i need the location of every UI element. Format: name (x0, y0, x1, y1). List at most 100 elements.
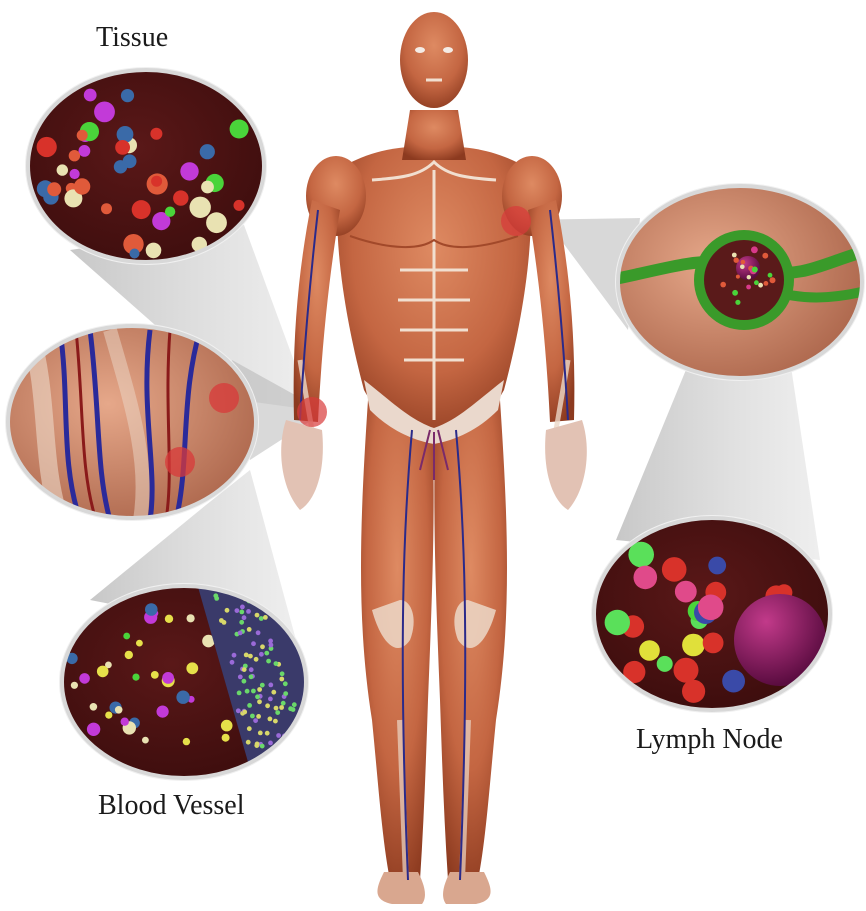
blood-vessel-label: Blood Vessel (98, 790, 245, 822)
vessel-wall-particle (256, 630, 261, 635)
vessel-wall-particle (260, 683, 265, 688)
cell-particle (754, 280, 759, 285)
vessel-wall-particle (246, 609, 251, 614)
vessel-wall-particle (257, 699, 262, 704)
vessel-wall-particle (265, 763, 270, 768)
cell-particle (94, 102, 115, 123)
cell-particle (47, 182, 61, 196)
cell-particle (734, 258, 739, 263)
vessel-wall-particle (260, 744, 265, 749)
vessel-wall-particle (237, 691, 242, 696)
vessel-wall-particle (242, 615, 247, 620)
cell-particle (698, 595, 724, 621)
cell-particle (151, 176, 162, 187)
vessel-wall-particle (268, 697, 273, 702)
cell-particle (657, 656, 673, 672)
cell-particle (87, 723, 100, 736)
vessel-wall-particle (276, 733, 281, 738)
vessel-wall-particle (283, 681, 288, 686)
cell-particle (125, 651, 133, 659)
lymph-node-label: Lymph Node (636, 724, 783, 756)
cell-particle (662, 557, 687, 582)
cell-particle (71, 682, 78, 689)
cell-particle (634, 566, 658, 590)
cell-particle (708, 557, 726, 575)
cell-particle (90, 703, 98, 711)
vessel-wall-particle (242, 667, 247, 672)
cell-particle (741, 260, 746, 265)
vessel-wall-particle (259, 652, 264, 657)
vessel-wall-particle (298, 763, 303, 768)
cell-particle (732, 253, 737, 258)
vessel-wall-particle (255, 742, 260, 747)
cell-particle (752, 267, 758, 273)
vessel-wall-particle (248, 654, 253, 659)
vessel-wall-particle (256, 714, 261, 719)
vessel-wall-particle (263, 615, 268, 620)
vessel-wall-particle (282, 764, 287, 769)
cell-particle (77, 130, 88, 141)
cell-particle (157, 706, 169, 718)
vessel-wall-particle (250, 714, 255, 719)
vessel-wall-particle (259, 616, 264, 621)
vessel-wall-particle (279, 677, 284, 682)
vessel-wall-particle (279, 767, 284, 772)
cell-particle (201, 181, 214, 194)
cell-particle (132, 674, 139, 681)
vessel-wall-particle (304, 772, 309, 777)
cell-particle (183, 738, 190, 745)
cell-particle (151, 671, 159, 679)
cell-particle (142, 737, 149, 744)
vessel-wall-particle (232, 653, 237, 658)
vessel-wall-particle (268, 683, 273, 688)
vessel-wall-particle (239, 620, 244, 625)
vessel-wall-particle (268, 639, 273, 644)
vessel-wall-particle (230, 660, 235, 665)
vessel-wall-particle (280, 671, 285, 676)
cell-particle (136, 640, 143, 647)
cell-particle (145, 603, 158, 616)
vessel-wall-particle (284, 750, 289, 755)
cell-particle (79, 145, 91, 157)
cell-particle (186, 662, 198, 674)
vessel-wall-particle (238, 675, 243, 680)
cell-particle (746, 285, 751, 290)
cell-particle (230, 120, 249, 139)
vessel-wall-particle (268, 717, 273, 722)
cell-particle (173, 190, 188, 205)
vessel-wall-particle (249, 674, 254, 679)
vessel-wall-particle (242, 710, 247, 715)
vessel-wall-particle (274, 706, 279, 711)
vessel-wall-particle (236, 708, 241, 713)
tissue-highlight-spot (501, 206, 531, 236)
cell-particle (123, 633, 130, 640)
vessel-wall-particle (268, 741, 273, 746)
vessel-wall-particle (255, 613, 260, 618)
cell-particle (200, 144, 215, 159)
cell-particle (57, 164, 68, 175)
vessel-wall-particle (242, 679, 247, 684)
cell-particle (180, 162, 198, 180)
cell-particle (146, 243, 162, 259)
vessel-wall-particle (254, 657, 259, 662)
cell-particle (234, 200, 245, 211)
cell-particle (206, 212, 227, 233)
cell-particle (121, 718, 129, 726)
vessel-wall-particle (269, 643, 274, 648)
vessel-wall-particle (253, 718, 258, 723)
cell-particle (132, 200, 151, 219)
vessel-wall-particle (249, 667, 254, 672)
muscle-body-figure (281, 12, 587, 904)
cell-particle (768, 273, 773, 278)
vessel-wall-particle (225, 608, 230, 613)
cell-particle (121, 89, 134, 102)
cell-particle (117, 126, 134, 143)
vessel-wall-particle (275, 710, 280, 715)
vessel-wall-particle (251, 689, 256, 694)
vessel-wall-particle (240, 605, 245, 610)
vessel-wall-particle (296, 782, 301, 787)
cell-particle (187, 614, 195, 622)
cell-particle (37, 137, 57, 157)
cell-particle (682, 634, 705, 657)
